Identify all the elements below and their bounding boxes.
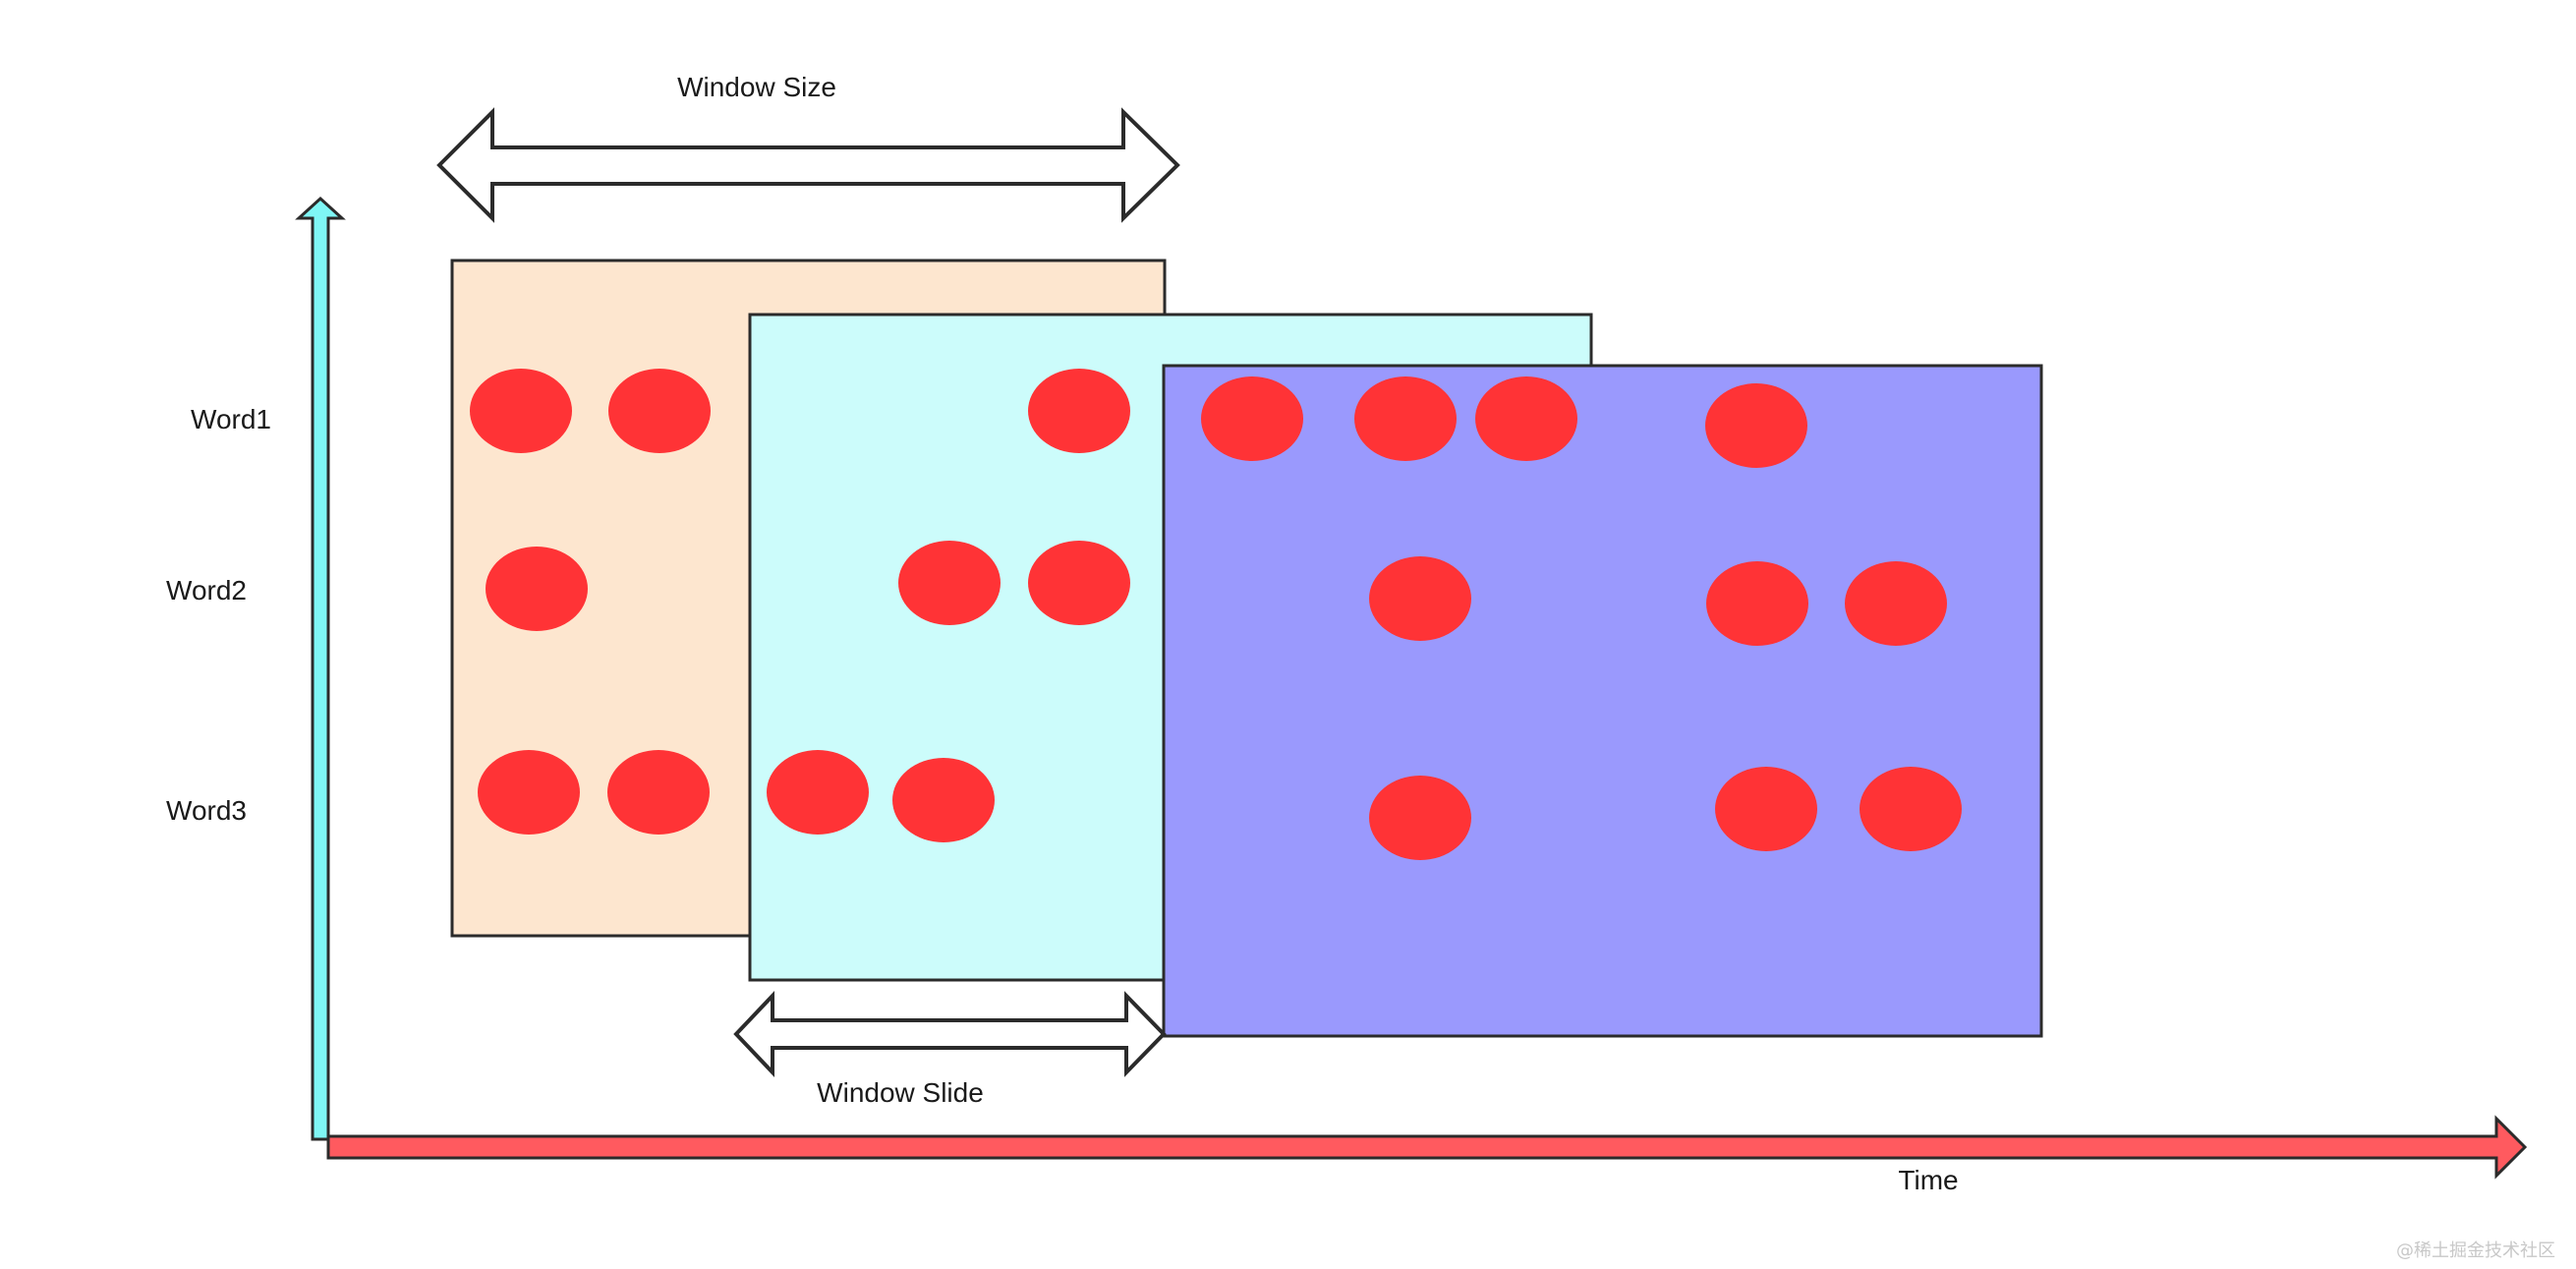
event-dot [767,750,869,835]
window-size-arrow [436,107,1180,223]
window-slide-arrow [733,990,1167,1078]
event-dot [486,547,588,631]
event-dot [1860,767,1962,851]
event-dot [1369,556,1471,641]
window-3 [1162,364,2043,1038]
value-axis-arrow [295,196,346,1141]
event-dot [898,541,1001,625]
window-size-label: Window Size [677,72,836,102]
row-label-word1: Word1 [191,404,271,434]
event-dot [1475,376,1577,461]
row-label-word3: Word3 [166,795,247,826]
event-dot [470,369,572,453]
window-slide-label: Window Slide [817,1077,984,1108]
event-dot [1354,376,1457,461]
event-dot [1028,369,1130,453]
watermark: @稀土掘金技术社区 [2396,1240,2555,1261]
event-dot [892,758,995,842]
event-dot [607,750,710,835]
event-dot [608,369,711,453]
time-axis-arrow [326,1115,2528,1180]
event-dot [1369,776,1471,860]
event-dot [1845,561,1947,646]
event-dot [1706,561,1808,646]
event-dot [1715,767,1817,851]
time-axis-label: Time [1898,1165,1958,1195]
event-dot [1028,541,1130,625]
event-dot [1705,383,1807,468]
row-label-word2: Word2 [166,575,247,606]
event-dot [478,750,580,835]
event-dot [1201,376,1303,461]
